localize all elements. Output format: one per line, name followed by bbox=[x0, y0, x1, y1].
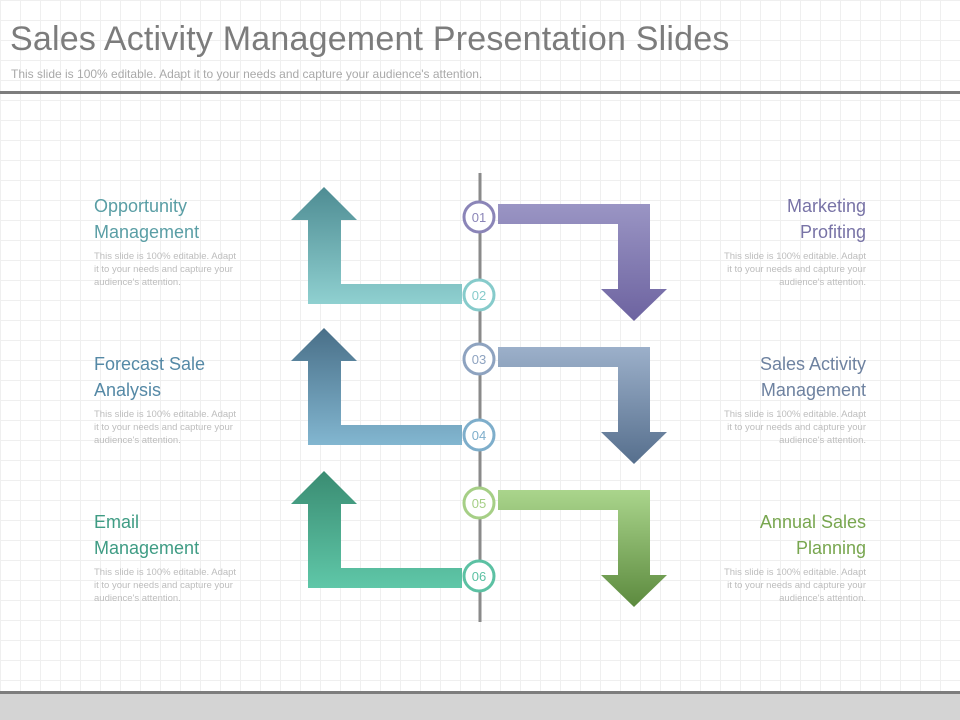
step-circle-06: 06 bbox=[462, 559, 496, 593]
label-body: This slide is 100% editable. Adapt it to… bbox=[94, 409, 237, 446]
step-circle-03: 03 bbox=[462, 342, 496, 376]
label-annual-sales-planning: Annual Sales Planning This slide is 100%… bbox=[666, 509, 866, 605]
step-number: 05 bbox=[472, 496, 486, 511]
step-circle-05: 05 bbox=[462, 486, 496, 520]
label-body: This slide is 100% editable. Adapt it to… bbox=[94, 251, 237, 288]
footer-bar bbox=[0, 694, 960, 720]
label-body: This slide is 100% editable. Adapt it to… bbox=[94, 567, 237, 604]
step-number: 06 bbox=[472, 569, 486, 584]
step-circle-04: 04 bbox=[462, 418, 496, 452]
arrow-01-down bbox=[498, 204, 667, 321]
label-sales-activity-management: Sales Activity Management This slide is … bbox=[666, 351, 866, 447]
top-divider bbox=[0, 91, 960, 94]
step-number: 02 bbox=[472, 288, 486, 303]
arrow-02-up bbox=[291, 187, 462, 304]
label-heading: Annual Sales Planning bbox=[759, 512, 866, 558]
label-heading: Forecast Sale Analysis bbox=[94, 354, 206, 400]
page-title: Sales Activity Management Presentation S… bbox=[10, 20, 730, 58]
label-heading: Opportunity Management bbox=[94, 196, 200, 242]
label-marketing-profiting: Marketing Profiting This slide is 100% e… bbox=[666, 193, 866, 289]
arrow-06-up bbox=[291, 471, 462, 588]
process-diagram: 01 02 03 04 05 06 bbox=[291, 173, 667, 622]
label-heading: Marketing Profiting bbox=[786, 196, 866, 242]
arrow-05-down bbox=[498, 490, 667, 607]
label-email-management: Email Management This slide is 100% edit… bbox=[94, 509, 294, 605]
label-body: This slide is 100% editable. Adapt it to… bbox=[723, 567, 866, 604]
arrow-03-down bbox=[498, 347, 667, 464]
step-number: 01 bbox=[472, 210, 486, 225]
page-subtitle: This slide is 100% editable. Adapt it to… bbox=[11, 67, 483, 81]
label-body: This slide is 100% editable. Adapt it to… bbox=[723, 409, 866, 446]
label-heading: Email Management bbox=[94, 512, 200, 558]
step-number: 04 bbox=[472, 428, 486, 443]
step-number: 03 bbox=[472, 352, 486, 367]
step-circle-01: 01 bbox=[462, 200, 496, 234]
bottom-divider bbox=[0, 691, 960, 694]
label-forecast-sale-analysis: Forecast Sale Analysis This slide is 100… bbox=[94, 351, 294, 447]
label-body: This slide is 100% editable. Adapt it to… bbox=[723, 251, 866, 288]
step-circle-02: 02 bbox=[462, 278, 496, 312]
label-heading: Sales Activity Management bbox=[759, 354, 866, 400]
label-opportunity-management: Opportunity Management This slide is 100… bbox=[94, 193, 294, 289]
arrow-04-up bbox=[291, 328, 462, 445]
